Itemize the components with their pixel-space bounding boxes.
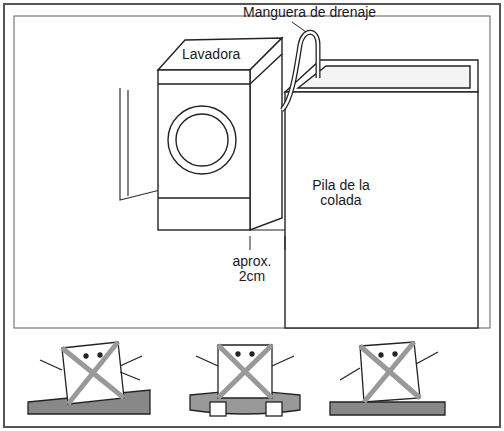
drain-hose [282, 32, 318, 110]
inner-frame [14, 16, 490, 328]
washer [158, 38, 282, 230]
leader-line [292, 22, 306, 32]
part-label: Pila de la colada [296, 178, 386, 209]
part-label: Manguera de drenaje [243, 5, 376, 20]
wrong-example [330, 342, 445, 415]
part-label: Lavadora [182, 47, 240, 62]
gap-marker [250, 230, 285, 250]
outer-frame [4, 4, 500, 427]
wrong-example [28, 342, 150, 414]
laundry-sink [285, 60, 478, 328]
wall [120, 88, 160, 200]
dimension: aprox. 2cm [222, 254, 282, 285]
wrong-example [190, 345, 300, 416]
drain-hose-inner [282, 32, 318, 110]
